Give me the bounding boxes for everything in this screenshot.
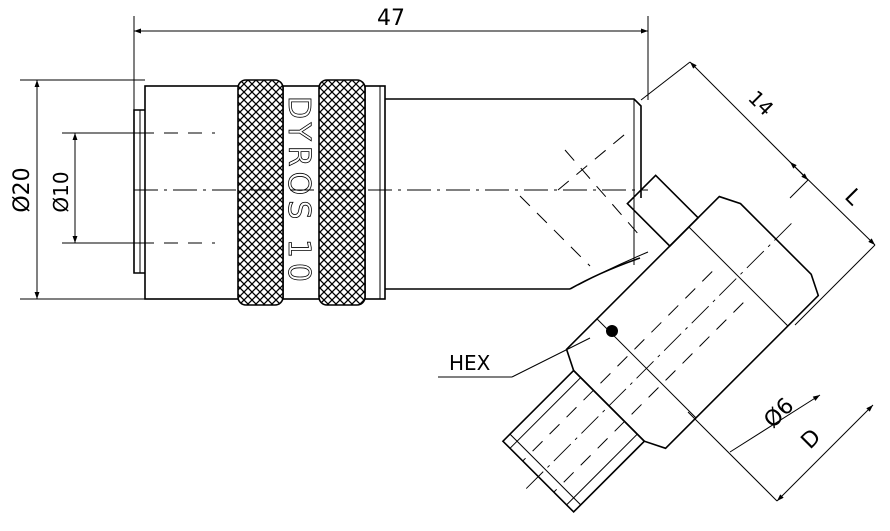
dim-20-label: Ø20 [10, 167, 35, 212]
dim-47-label: 47 [377, 6, 405, 31]
hidden-lines [134, 129, 648, 267]
hex-callout-dot [606, 325, 618, 337]
dim-L-label: L [839, 184, 866, 211]
dim-D-label: D [797, 425, 827, 455]
hex-callout: HEX [438, 337, 591, 378]
coupling-body [133, 85, 649, 300]
hex-label: HEX [449, 351, 491, 375]
dim-diameter-20: Ø20 [10, 79, 145, 300]
dim-6-label: Ø6 [759, 393, 799, 433]
dim-angled-14: 14 [640, 61, 809, 199]
engraving-text: DYROS 10 [281, 96, 316, 287]
dim-thread-D: D [687, 404, 874, 502]
dim-thread-L: L [789, 161, 876, 326]
dim-overall-length: 47 [133, 6, 649, 110]
dim-10-label: Ø10 [49, 171, 73, 212]
knurl-ring-right [318, 79, 366, 306]
angled-fitting [501, 174, 820, 514]
dim-14-label: 14 [743, 86, 778, 121]
knurl-ring-left [237, 79, 284, 306]
dim-diameter-10: Ø10 [49, 132, 140, 244]
